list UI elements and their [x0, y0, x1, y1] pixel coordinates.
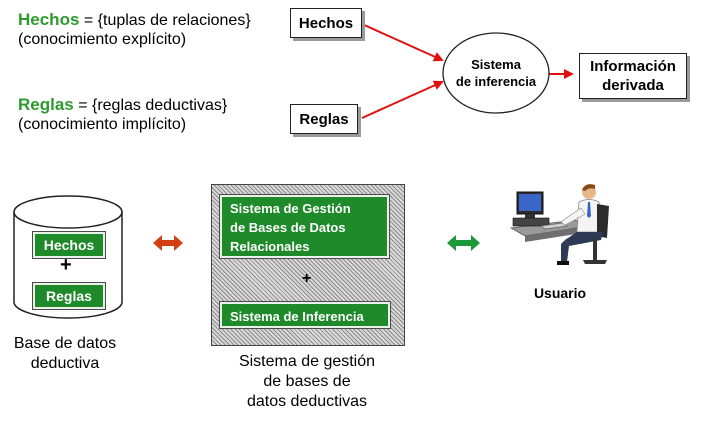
reglas-box: Reglas: [290, 104, 358, 134]
database-caption-line2: deductiva: [30, 355, 100, 372]
dbms-caption: Sistema de gestión de bases de datos ded…: [222, 352, 392, 412]
rdbms-block: Sistema de Gestión de Bases de Datos Rel…: [219, 194, 390, 259]
user-label: Usuario: [533, 285, 587, 301]
reglas-to-inference-arrow: [361, 80, 444, 119]
rdbms-line2: de Bases de Datos: [230, 220, 346, 235]
inference-label-line1: Sistema: [471, 57, 521, 72]
hechos-box: Hechos: [290, 8, 362, 38]
hechos-definition: Hechos = {tuplas de relaciones}: [18, 10, 251, 31]
hechos-note: (conocimiento explícito): [18, 31, 187, 48]
inference-label-line2: de inferencia: [455, 74, 537, 89]
reglas-definition: Reglas = {reglas deductivas}: [18, 95, 227, 116]
dbms-user-double-arrow: [447, 235, 480, 251]
derived-info-box: Información derivada: [579, 53, 687, 99]
hechos-to-inference-arrow: [361, 23, 444, 62]
rdbms-line3: Relacionales: [230, 239, 310, 254]
inference-system-block: Sistema de Inferencia: [219, 301, 391, 329]
reglas-set: = {reglas deductivas}: [73, 97, 228, 114]
hechos-keyword: Hechos: [18, 10, 80, 29]
hechos-set: = {tuplas de relaciones}: [79, 12, 251, 29]
dbms-caption-line2: de bases de: [263, 373, 351, 390]
database-caption: Base de datos deductiva: [0, 334, 130, 374]
inference-label: Sistema de inferencia: [443, 56, 549, 90]
database-caption-line1: Base de datos: [13, 335, 117, 352]
db-plus-sign: +: [60, 254, 72, 276]
dbms-caption-line1: Sistema de gestión: [238, 353, 376, 370]
dbms-plus-sign: +: [302, 270, 312, 287]
reglas-note: (conocimiento implícito): [18, 116, 187, 133]
reglas-keyword: Reglas: [18, 95, 74, 114]
db-dbms-double-arrow: [153, 235, 183, 251]
inference-ellipse: [442, 32, 550, 114]
dbms-caption-line3: datos deductivas: [246, 393, 368, 410]
user-at-computer-icon: [509, 184, 609, 265]
db-hechos-block: Hechos: [32, 231, 106, 259]
derived-info-line1: Información: [590, 58, 676, 75]
db-reglas-block: Reglas: [32, 282, 106, 310]
derived-info-line2: derivada: [602, 77, 664, 94]
rdbms-line1: Sistema de Gestión: [230, 201, 351, 216]
